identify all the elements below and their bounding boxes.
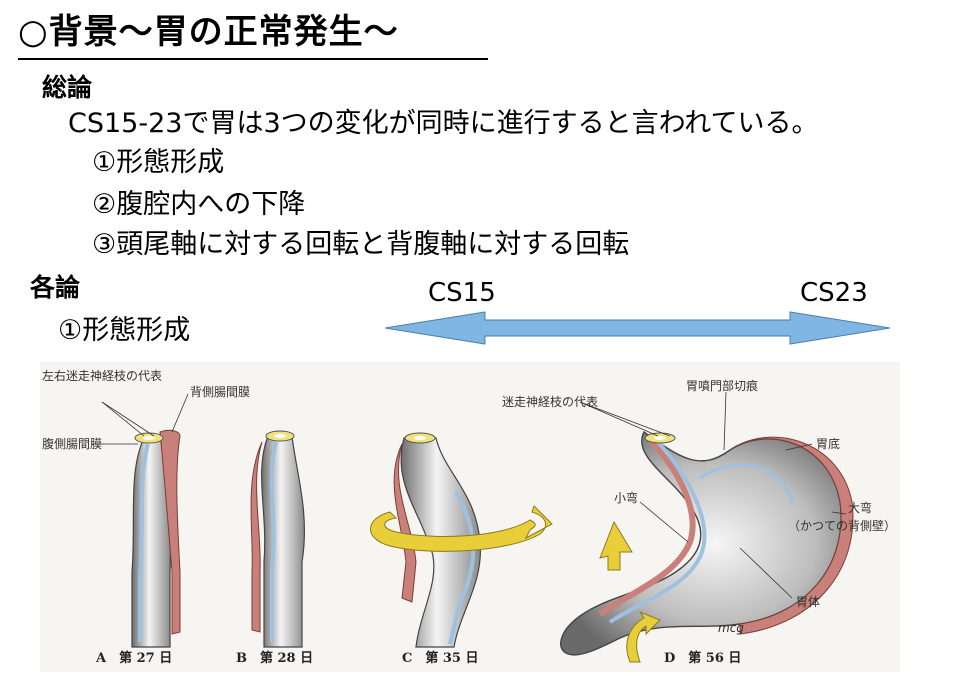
label-vagus-representative: 迷走神経枝の代表 — [502, 394, 598, 409]
change-item-rotation: ③頭尾軸に対する回転と背腹軸に対する回転 — [92, 229, 630, 260]
stage-c-tube — [370, 432, 553, 648]
change-item-descent: ②腹腔内への下降 — [92, 189, 306, 220]
page-title: ○背景～胃の正常発生～ — [18, 12, 399, 52]
label-vagus-text: 左右迷走神経枝の代表 — [42, 368, 162, 383]
overview-summary: CS15-23で胃は3つの変化が同時に進行すると言われている。 — [68, 108, 819, 139]
stage-a-tube — [131, 429, 181, 648]
stage-d-stomach — [560, 430, 854, 663]
label-ventral-mesentery: 腹側腸間膜 — [42, 437, 102, 451]
caption-stage-d: D 第 56 日 — [664, 650, 741, 666]
lower-rotation-arrow — [626, 610, 661, 663]
label-greater-curvature: 大弯 — [848, 500, 872, 515]
label-vagus: 左右迷走神経枝の代表 — [42, 368, 162, 383]
stomach-development-figure: 左右迷走神経枝の代表 背側腸間膜 腹側腸間膜 迷走神経枝の代表 胃噴門部切痕 胃… — [40, 362, 900, 672]
label-lesser-curvature: 小弯 — [614, 490, 638, 505]
title-underline — [18, 58, 488, 60]
caption-stage-a: A 第 27 日 — [95, 650, 172, 666]
label-pylorus-notch: 胃噴門部切痕 — [686, 378, 758, 393]
label-leader-lines — [92, 391, 847, 599]
overview-heading: 総論 — [42, 73, 93, 102]
curvature-arrow — [599, 520, 633, 571]
label-greater-note: （かつての背側壁） — [788, 518, 896, 533]
timeline-start-label: CS15 — [428, 278, 496, 308]
caption-stage-b: B 第 28 日 — [236, 650, 313, 666]
label-fundus: 胃底 — [816, 436, 840, 451]
caption-stage-c: C 第 35 日 — [402, 650, 479, 666]
timeline-end-label: CS23 — [800, 278, 868, 308]
details-subheading: ①形態形成 — [58, 315, 191, 346]
label-stomach-body: 胃体 — [796, 595, 820, 609]
timeline-double-arrow — [385, 311, 890, 345]
label-dorsal-mesentery: 背側腸間膜 — [190, 385, 250, 399]
rotation-arrow — [370, 505, 553, 552]
details-heading: 各論 — [30, 273, 81, 302]
change-item-morphogenesis: ①形態形成 — [92, 147, 225, 178]
stage-b-tube — [250, 430, 305, 648]
timeline-arrow-shape — [385, 311, 890, 345]
label-signature: mcg — [718, 621, 744, 635]
